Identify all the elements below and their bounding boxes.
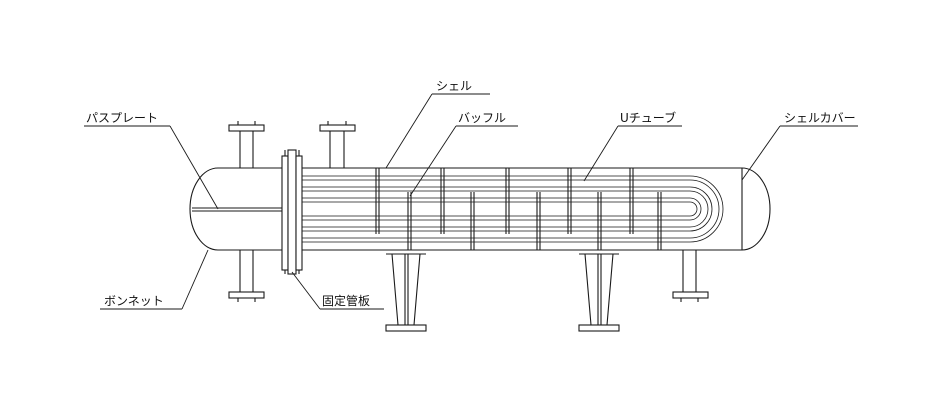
bonnet <box>189 167 289 251</box>
shell-cover-bottom-nozzle <box>672 250 709 302</box>
support-left <box>385 253 427 332</box>
label-shell-cover: シェルカバー <box>784 111 856 125</box>
u-tube-bundle <box>296 175 724 243</box>
label-tube-sheet: 固定管板 <box>322 293 370 308</box>
label-u-tube: Uチューブ <box>620 110 676 125</box>
label-shell: シェル <box>436 79 472 93</box>
label-bonnet: ボンネット <box>104 294 164 308</box>
baffles <box>375 168 662 250</box>
label-pass-plate: パスプレート <box>86 111 158 125</box>
support-right <box>578 253 620 332</box>
shell-top-nozzle <box>319 121 356 168</box>
shell-cover <box>741 167 771 251</box>
shell <box>300 167 742 251</box>
tube-sheet-flange <box>281 149 303 275</box>
bonnet-top-nozzle <box>228 121 265 168</box>
leader-lines <box>84 93 858 310</box>
bonnet-bottom-nozzle <box>228 250 265 302</box>
label-baffle: バッフル <box>458 111 506 125</box>
